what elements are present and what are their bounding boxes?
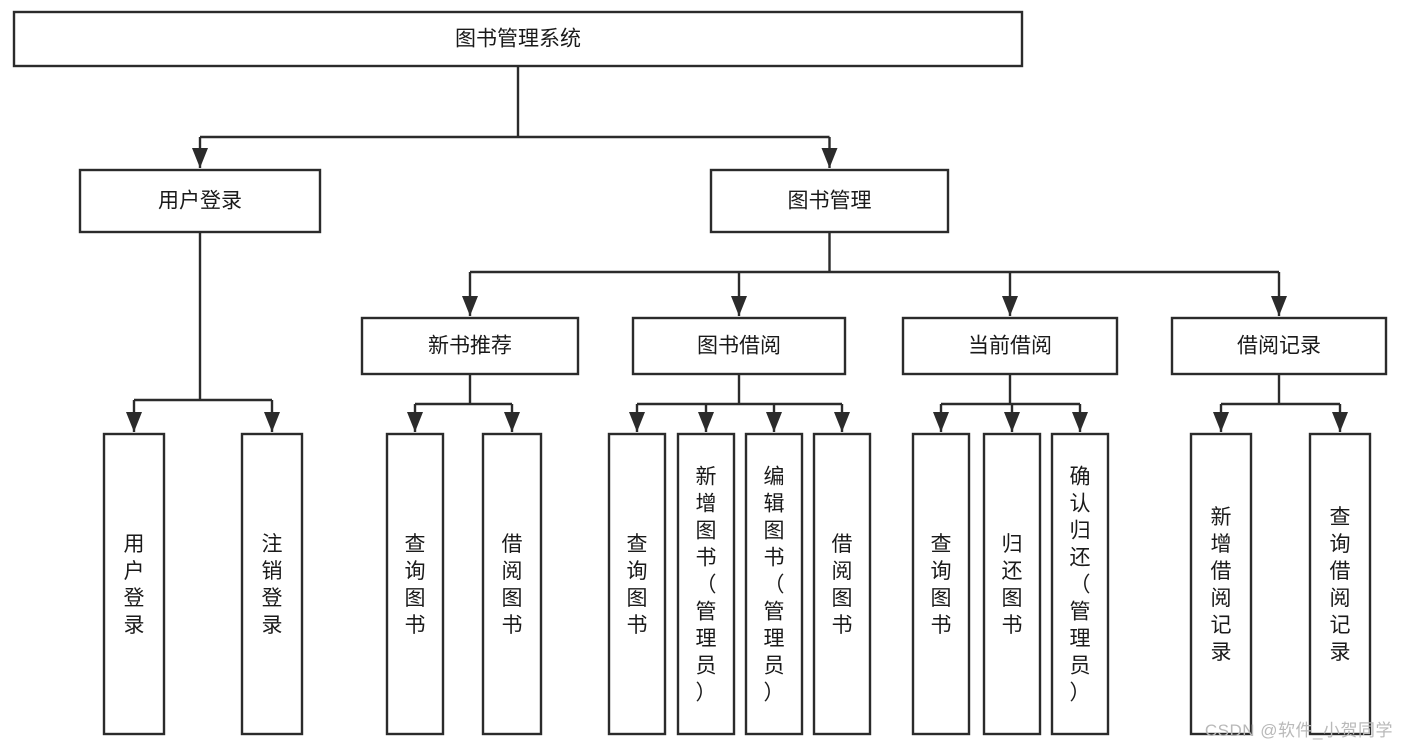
node-leaf-12-label: 查询借阅记录 xyxy=(1330,506,1351,664)
node-leaf-4-label: 查询图书 xyxy=(627,533,648,637)
node-root[interactable]: 图书管理系统 xyxy=(12,10,1024,68)
node-leaf-2-rect xyxy=(385,432,445,736)
arrow-head-icon xyxy=(1332,412,1348,432)
arrow-head-icon xyxy=(1002,296,1018,316)
node-level3-1-label: 图书借阅 xyxy=(697,335,781,358)
node-leaf-6-label: 编辑图书（管理员） xyxy=(764,466,785,705)
node-leaf-11-label: 新增借阅记录 xyxy=(1211,506,1232,664)
node-level3-0-rect xyxy=(360,316,580,376)
node-leaf-1-rect xyxy=(240,432,304,736)
node-level3-0[interactable]: 新书推荐 xyxy=(360,316,580,376)
node-level2-0[interactable]: 用户登录 xyxy=(78,168,322,234)
node-level3-2[interactable]: 当前借阅 xyxy=(901,316,1119,376)
node-leaf-7-rect xyxy=(812,432,872,736)
arrow-head-icon xyxy=(1072,412,1088,432)
node-leaf-9[interactable]: 归还图书 xyxy=(982,432,1042,736)
node-level3-2-label: 当前借阅 xyxy=(968,335,1052,358)
node-leaf-12-rect xyxy=(1308,432,1372,736)
csdn-watermark: CSDN @软件_小贺同学 xyxy=(1204,721,1393,740)
node-root-label: 图书管理系统 xyxy=(455,28,581,51)
node-leaf-5[interactable]: 新增图书（管理员） xyxy=(676,432,736,736)
node-leaf-2[interactable]: 查询图书 xyxy=(385,432,445,736)
node-leaf-8[interactable]: 查询图书 xyxy=(911,432,971,736)
arrow-head-icon xyxy=(933,412,949,432)
node-leaf-6[interactable]: 编辑图书（管理员） xyxy=(744,432,804,736)
node-leaf-5-label: 新增图书（管理员） xyxy=(696,466,717,705)
arrow-head-icon xyxy=(1271,296,1287,316)
node-level3-1-rect xyxy=(631,316,847,376)
connectors-layer xyxy=(126,66,1348,432)
node-leaf-1[interactable]: 注销登录 xyxy=(240,432,304,736)
nodes-layer: 图书管理系统用户登录图书管理新书推荐图书借阅当前借阅借阅记录用户登录注销登录查询… xyxy=(12,10,1388,736)
node-leaf-3[interactable]: 借阅图书 xyxy=(481,432,543,736)
arrow-head-icon xyxy=(834,412,850,432)
node-leaf-1-label: 注销登录 xyxy=(262,533,283,637)
node-leaf-10-rect xyxy=(1050,432,1110,736)
node-leaf-10[interactable]: 确认归还（管理员） xyxy=(1050,432,1110,736)
node-leaf-6-rect xyxy=(744,432,804,736)
arrow-head-icon xyxy=(1213,412,1229,432)
node-leaf-8-label: 查询图书 xyxy=(931,533,952,637)
arrow-head-icon xyxy=(192,148,208,168)
node-leaf-7-label: 借阅图书 xyxy=(832,533,853,637)
node-leaf-5-rect xyxy=(676,432,736,736)
arrow-head-icon xyxy=(731,296,747,316)
node-level3-2-rect xyxy=(901,316,1119,376)
node-leaf-11[interactable]: 新增借阅记录 xyxy=(1189,432,1253,736)
node-level3-1[interactable]: 图书借阅 xyxy=(631,316,847,376)
node-level2-0-rect xyxy=(78,168,322,234)
node-leaf-0-label: 用户登录 xyxy=(124,533,145,637)
arrow-head-icon xyxy=(264,412,280,432)
node-root-rect xyxy=(12,10,1024,68)
node-leaf-2-label: 查询图书 xyxy=(405,533,426,637)
arrow-head-icon xyxy=(1004,412,1020,432)
node-leaf-4-rect xyxy=(607,432,667,736)
node-leaf-0[interactable]: 用户登录 xyxy=(102,432,166,736)
node-level3-3-label: 借阅记录 xyxy=(1237,335,1321,358)
node-level2-0-label: 用户登录 xyxy=(158,190,242,213)
node-leaf-9-label: 归还图书 xyxy=(1002,533,1023,637)
arrow-head-icon xyxy=(407,412,423,432)
arrow-head-icon xyxy=(698,412,714,432)
node-leaf-4[interactable]: 查询图书 xyxy=(607,432,667,736)
node-level3-3-rect xyxy=(1170,316,1388,376)
node-leaf-12[interactable]: 查询借阅记录 xyxy=(1308,432,1372,736)
node-leaf-8-rect xyxy=(911,432,971,736)
arrow-head-icon xyxy=(504,412,520,432)
node-level3-0-label: 新书推荐 xyxy=(428,335,512,358)
arrow-head-icon xyxy=(126,412,142,432)
node-leaf-9-rect xyxy=(982,432,1042,736)
node-leaf-0-rect xyxy=(102,432,166,736)
node-leaf-10-label: 确认归还（管理员） xyxy=(1070,466,1091,705)
arrow-head-icon xyxy=(629,412,645,432)
node-level3-3[interactable]: 借阅记录 xyxy=(1170,316,1388,376)
arrow-head-icon xyxy=(766,412,782,432)
node-level2-1-rect xyxy=(709,168,950,234)
node-leaf-3-label: 借阅图书 xyxy=(502,533,523,637)
arrow-head-icon xyxy=(462,296,478,316)
node-level2-1[interactable]: 图书管理 xyxy=(709,168,950,234)
arrow-head-icon xyxy=(821,148,838,168)
node-leaf-7[interactable]: 借阅图书 xyxy=(812,432,872,736)
node-leaf-11-rect xyxy=(1189,432,1253,736)
node-leaf-3-rect xyxy=(481,432,543,736)
node-level2-1-label: 图书管理 xyxy=(788,190,872,213)
